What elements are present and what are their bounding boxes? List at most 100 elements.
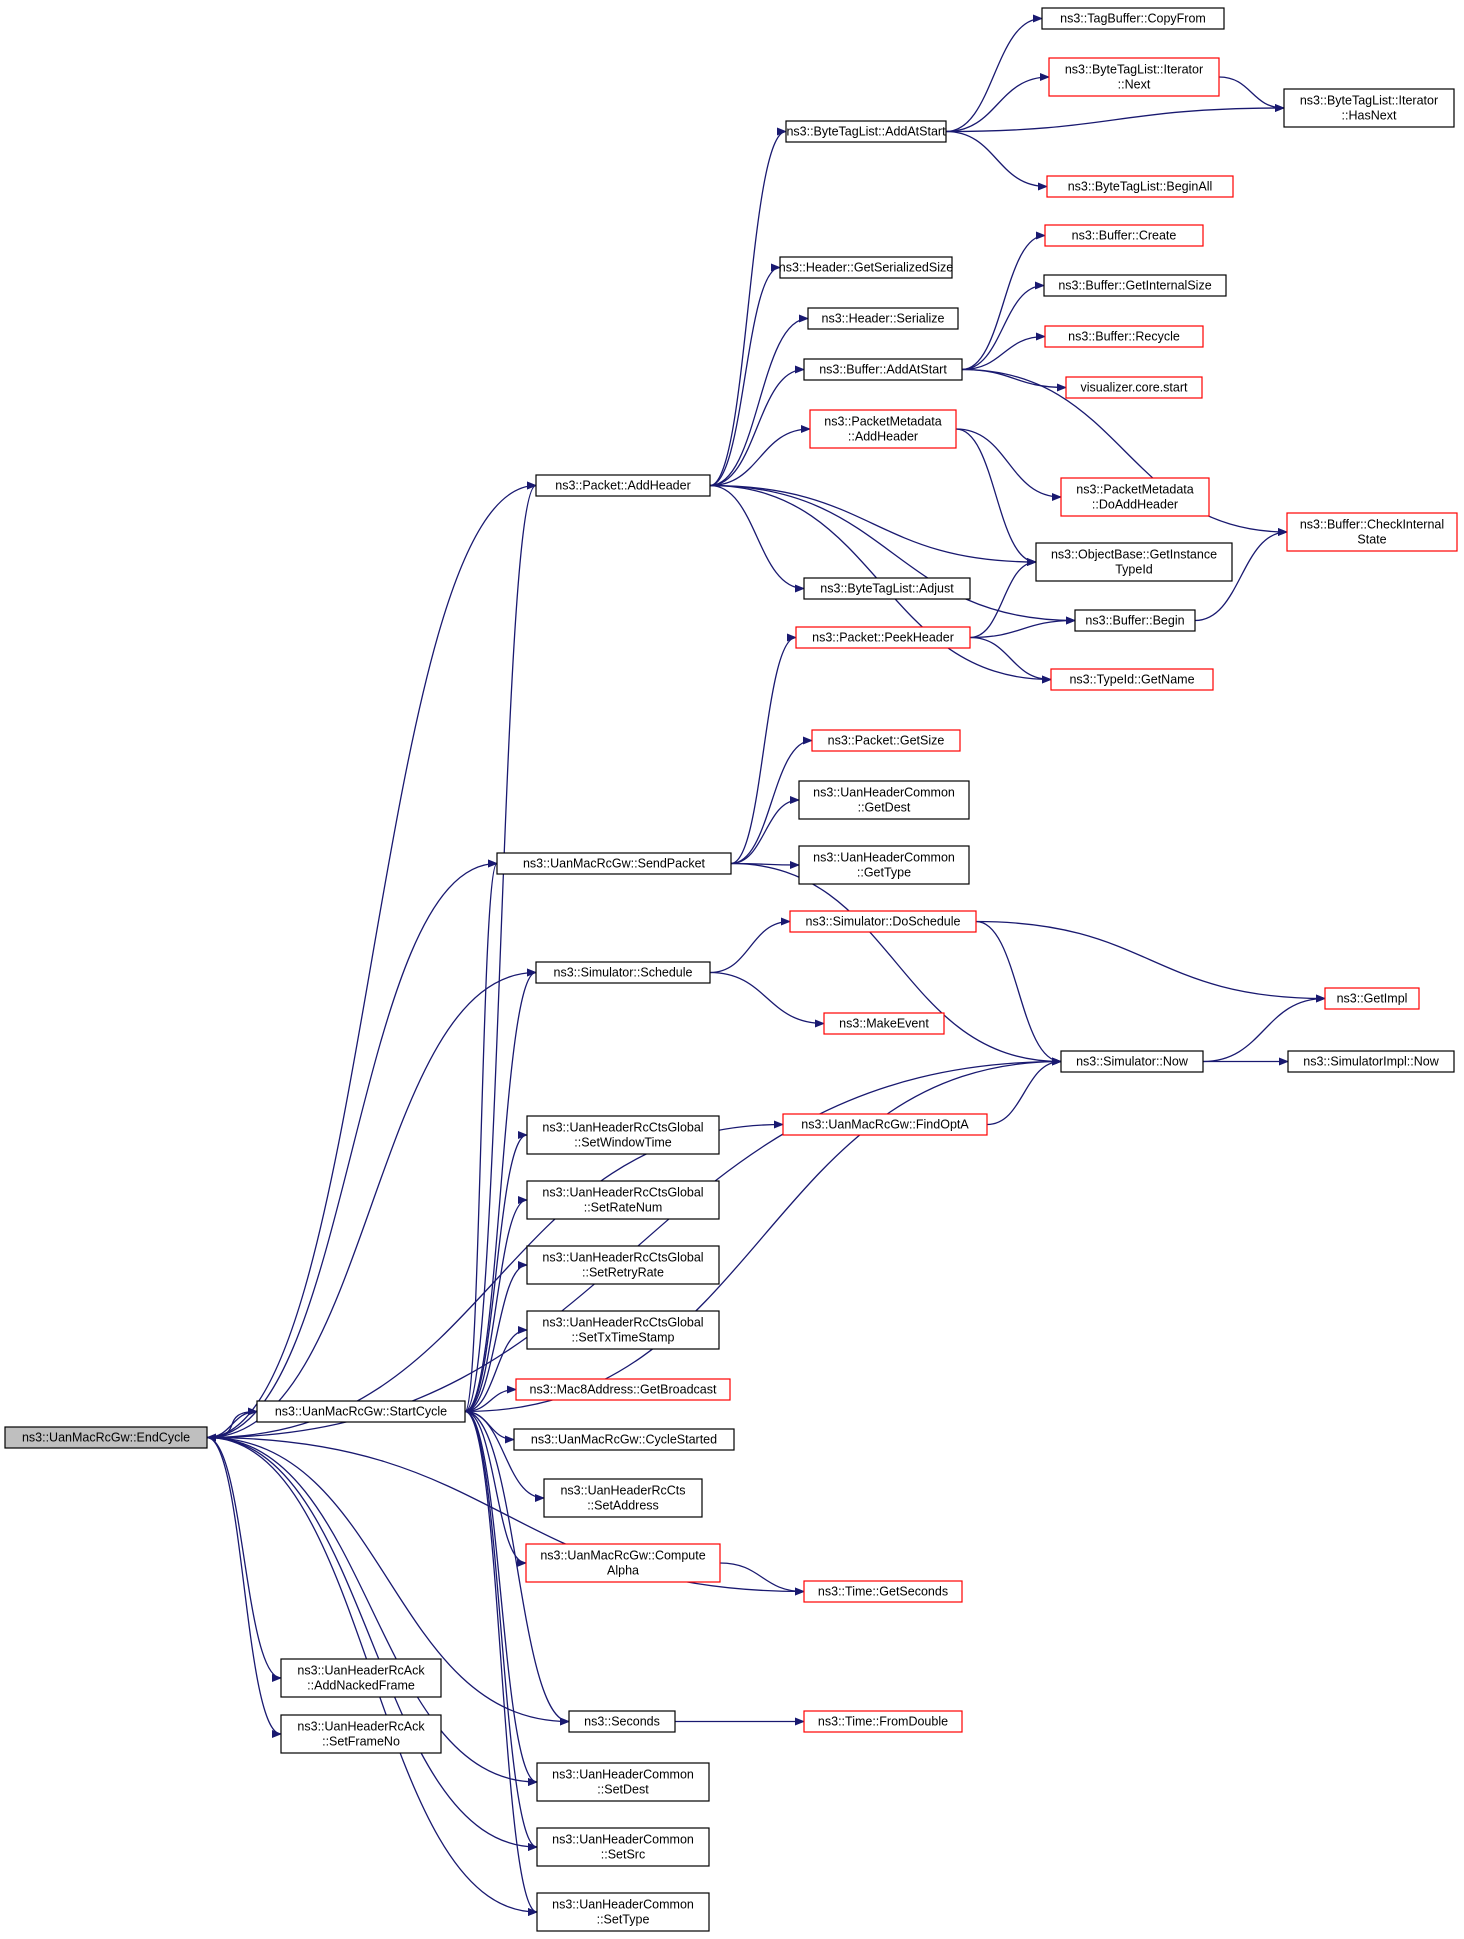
function-node-box[interactable] [525,1543,721,1583]
function-node-settxtimestamp[interactable]: ns3::UanHeaderRcCtsGlobal::SetTxTimeStam… [526,1310,720,1350]
function-node-box[interactable] [1074,609,1196,632]
function-node-cyclestarted[interactable]: ns3::UanMacRcGw::CycleStarted [513,1428,735,1451]
function-node-findopta[interactable]: ns3::UanMacRcGw::FindOptA [782,1113,988,1136]
function-node-box[interactable] [803,1710,963,1733]
function-node-makeevent[interactable]: ns3::MakeEvent [823,1012,945,1035]
function-node-endcycle[interactable]: ns3::UanMacRcGw::EndCycle [4,1426,208,1449]
function-node-box[interactable] [809,409,957,449]
function-node-settype[interactable]: ns3::UanHeaderCommon::SetType [536,1892,710,1932]
function-node-box[interactable] [798,780,970,820]
function-node-pm_addheader[interactable]: ns3::PacketMetadata::AddHeader [809,409,957,449]
function-node-header_getser[interactable]: ns3::Header::GetSerializedSize [779,256,953,279]
function-node-iter_hasnext[interactable]: ns3::ByteTagList::Iterator::HasNext [1283,88,1455,128]
function-node-simimpl_now[interactable]: ns3::SimulatorImpl::Now [1287,1050,1455,1073]
function-node-box[interactable] [1287,1050,1455,1073]
function-node-buffer_create[interactable]: ns3::Buffer::Create [1044,224,1204,247]
function-node-box[interactable] [256,1400,466,1423]
function-node-addnacked[interactable]: ns3::UanHeaderRcAck::AddNackedFrame [280,1658,442,1698]
function-node-box[interactable] [803,358,963,381]
function-node-box[interactable] [496,852,732,875]
function-node-box[interactable] [515,1378,731,1401]
function-node-box[interactable] [1048,57,1220,97]
function-node-box[interactable] [1324,987,1420,1010]
function-node-fromdouble[interactable]: ns3::Time::FromDouble [803,1710,963,1733]
function-node-box[interactable] [807,307,959,330]
function-node-getimpl[interactable]: ns3::GetImpl [1324,987,1420,1010]
function-node-box[interactable] [785,120,947,143]
function-node-box[interactable] [526,1180,720,1220]
function-node-buffer_getinternalsize[interactable]: ns3::Buffer::GetInternalSize [1043,274,1227,297]
function-node-box[interactable] [1065,376,1203,399]
function-node-getbroadcast[interactable]: ns3::Mac8Address::GetBroadcast [515,1378,731,1401]
function-node-setframeno[interactable]: ns3::UanHeaderRcAck::SetFrameNo [280,1714,442,1754]
function-node-box[interactable] [782,1113,988,1136]
function-node-box[interactable] [811,729,961,752]
function-node-doschedule[interactable]: ns3::Simulator::DoSchedule [789,910,977,933]
function-node-box[interactable] [1044,224,1204,247]
function-node-box[interactable] [4,1426,208,1449]
function-node-setratenum[interactable]: ns3::UanHeaderRcCtsGlobal::SetRateNum [526,1180,720,1220]
function-node-box[interactable] [1041,7,1225,30]
function-node-bytetag_adjust[interactable]: ns3::ByteTagList::Adjust [803,577,971,600]
function-node-box[interactable] [536,1827,710,1867]
function-node-box[interactable] [1043,274,1227,297]
function-node-schedule[interactable]: ns3::Simulator::Schedule [535,961,711,984]
function-node-getsize[interactable]: ns3::Packet::GetSize [811,729,961,752]
function-node-box[interactable] [1035,542,1233,582]
function-node-box[interactable] [1060,1050,1204,1073]
function-node-box[interactable] [280,1714,442,1754]
function-node-box[interactable] [280,1658,442,1698]
function-node-typeid_getname[interactable]: ns3::TypeId::GetName [1050,668,1214,691]
function-node-getdest[interactable]: ns3::UanHeaderCommon::GetDest [798,780,970,820]
function-node-box[interactable] [795,626,971,649]
function-node-box[interactable] [1050,668,1214,691]
function-node-iter_next[interactable]: ns3::ByteTagList::Iterator::Next [1048,57,1220,97]
function-node-gettype[interactable]: ns3::UanHeaderCommon::GetType [798,845,970,885]
function-node-box[interactable] [513,1428,735,1451]
function-node-bytetag_addatstart[interactable]: ns3::ByteTagList::AddAtStart [785,120,947,143]
function-node-box[interactable] [779,256,953,279]
function-node-getseconds[interactable]: ns3::Time::GetSeconds [803,1580,963,1603]
function-node-header_serialize[interactable]: ns3::Header::Serialize [807,307,959,330]
function-node-box[interactable] [536,1892,710,1932]
function-node-box[interactable] [536,1762,710,1802]
function-node-box[interactable] [798,845,970,885]
function-node-buffer_begin[interactable]: ns3::Buffer::Begin [1074,609,1196,632]
function-node-viz_start[interactable]: visualizer.core.start [1065,376,1203,399]
function-node-box[interactable] [568,1710,676,1733]
function-node-beginall[interactable]: ns3::ByteTagList::BeginAll [1046,175,1234,198]
function-node-box[interactable] [1044,325,1204,348]
function-node-addheader[interactable]: ns3::Packet::AddHeader [535,474,711,497]
function-node-box[interactable] [803,1580,963,1603]
function-node-setaddress[interactable]: ns3::UanHeaderRcCts::SetAddress [543,1478,703,1518]
function-node-peekheader[interactable]: ns3::Packet::PeekHeader [795,626,971,649]
function-node-pm_doaddheader[interactable]: ns3::PacketMetadata::DoAddHeader [1060,477,1210,517]
function-node-box[interactable] [789,910,977,933]
function-node-box[interactable] [823,1012,945,1035]
function-node-box[interactable] [526,1245,720,1285]
function-node-box[interactable] [526,1115,720,1155]
function-node-buffer_recycle[interactable]: ns3::Buffer::Recycle [1044,325,1204,348]
function-node-box[interactable] [1286,512,1458,552]
function-node-box[interactable] [535,961,711,984]
function-node-setdest[interactable]: ns3::UanHeaderCommon::SetDest [536,1762,710,1802]
function-node-sendpacket[interactable]: ns3::UanMacRcGw::SendPacket [496,852,732,875]
function-node-box[interactable] [803,577,971,600]
function-node-box[interactable] [1046,175,1234,198]
function-node-box[interactable] [1060,477,1210,517]
function-node-startcycle[interactable]: ns3::UanMacRcGw::StartCycle [256,1400,466,1423]
function-node-tagbuffer_copyfrom[interactable]: ns3::TagBuffer::CopyFrom [1041,7,1225,30]
function-node-setsrc[interactable]: ns3::UanHeaderCommon::SetSrc [536,1827,710,1867]
function-node-box[interactable] [526,1310,720,1350]
function-node-box[interactable] [1283,88,1455,128]
function-node-setwindowtime[interactable]: ns3::UanHeaderRcCtsGlobal::SetWindowTime [526,1115,720,1155]
function-node-buffer_addatstart[interactable]: ns3::Buffer::AddAtStart [803,358,963,381]
function-node-seconds[interactable]: ns3::Seconds [568,1710,676,1733]
function-node-setretryrate[interactable]: ns3::UanHeaderRcCtsGlobal::SetRetryRate [526,1245,720,1285]
function-node-sim_now[interactable]: ns3::Simulator::Now [1060,1050,1204,1073]
function-node-box[interactable] [535,474,711,497]
function-node-box[interactable] [543,1478,703,1518]
